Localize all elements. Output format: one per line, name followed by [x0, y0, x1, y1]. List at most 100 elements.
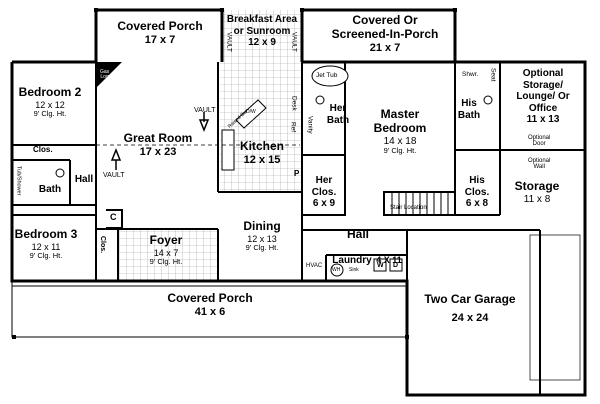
room-hall-left: Hall	[75, 174, 93, 186]
room-name: Kitchen	[239, 139, 285, 153]
room-name: Bath	[38, 184, 62, 195]
toilet-his	[483, 95, 493, 105]
closet-label-bottom: Clos.	[99, 236, 106, 254]
room-dims: 6 x 9	[312, 198, 336, 209]
room-ceiling: 9' Clg. Ht.	[29, 251, 63, 261]
sink-label: Sink	[349, 267, 359, 273]
toilet-her	[315, 95, 325, 105]
room-dims: 11 x 8	[523, 193, 551, 205]
room-name: Hall	[74, 174, 94, 185]
shower-label: Shwr.	[462, 71, 479, 78]
optional-wall-label: Optional Wall	[528, 158, 551, 170]
room-dims: 21 x 7	[369, 41, 401, 54]
room-dims: 12 x 9	[248, 37, 276, 48]
vault-label-great: VAULT	[194, 107, 216, 114]
porch-posts	[12, 8, 457, 339]
room-dims: 14 x 7	[153, 247, 179, 258]
room-breakfast: Breakfast Area or Sunroom 12 x 9	[227, 14, 297, 49]
room-her-closet: Her Clos. 6 x 9	[312, 175, 336, 210]
front-porch-outline	[11, 280, 408, 338]
dryer-label: D	[393, 262, 399, 269]
room-dining: Dining 12 x 13 9' Clg. Ht.	[243, 219, 281, 253]
room-name: His Bath	[457, 98, 481, 121]
water-heater	[330, 263, 344, 277]
room-bath: Bath	[39, 184, 61, 196]
room-screened-porch: Covered Or Screened-In-Porch 21 x 7	[331, 13, 439, 54]
pantry-label: P	[294, 169, 300, 178]
room-name: Her Clos.	[311, 175, 337, 198]
room-name: Great Room	[123, 131, 193, 145]
room-his-closet: His Clos. 6 x 8	[465, 175, 489, 210]
room-name: Optional Storage/ Lounge/ Or Office	[516, 68, 570, 114]
room-ceiling: 9' Clg. Ht.	[383, 146, 417, 156]
vanity-label: Vanity	[306, 116, 314, 134]
washer	[373, 258, 387, 272]
room-optional-storage: Optional Storage/ Lounge/ Or Office 11 x…	[516, 68, 569, 126]
desk-label: Desk	[290, 96, 298, 111]
room-name: Covered Porch	[167, 291, 253, 305]
room-great-room: Great Room 17 x 23	[123, 131, 193, 158]
room-name: Storage	[514, 179, 560, 193]
room-name: Two Car Garage	[424, 292, 516, 306]
room-dims: 24 x 24	[451, 311, 489, 324]
kitchen-island	[235, 99, 267, 129]
room-name: Laundry	[332, 255, 372, 266]
room-his-bath: His Bath	[458, 98, 480, 121]
closet-label-top: Clos.	[33, 145, 53, 154]
room-storage: Storage 11 x 8	[514, 179, 560, 205]
vault-label-porch-right: VAULT	[290, 32, 298, 52]
room-garage: Two Car Garage 24 x 24	[424, 292, 516, 324]
washer-label: W	[377, 262, 384, 269]
room-dims: 6 x 8	[465, 198, 489, 209]
room-name: Bedroom 2	[18, 85, 82, 99]
room-bedroom3: Bedroom 3 12 x 11 9' Clg. Ht.	[15, 227, 78, 261]
room-laundry: Laundry 4 X 11	[332, 250, 401, 268]
room-foyer: Foyer 14 x 7 9' Clg. Ht.	[149, 233, 183, 267]
kitchen-counter	[221, 129, 235, 171]
garage-parking-outline	[529, 234, 581, 381]
ref-label: Ref	[289, 122, 297, 133]
room-master-bedroom: Master Bedroom 14 x 18 9' Clg. Ht.	[373, 107, 427, 156]
vault-label-porch-left: VAULT	[225, 32, 233, 52]
room-covered-porch-front: Covered Porch 41 x 6	[167, 291, 253, 318]
room-name: Covered Porch	[117, 19, 203, 33]
room-dims: 17 x 7	[144, 33, 176, 46]
room-dims: 14 x 18	[383, 135, 417, 147]
tub-shower-label: Tub/Shower	[15, 166, 22, 196]
room-dims: 12 x 13	[247, 233, 277, 244]
water-heater-label: WH	[332, 267, 341, 273]
room-dims: 17 x 23	[139, 145, 177, 158]
dw-label: D/W	[246, 109, 256, 115]
room-name: His Clos.	[464, 175, 490, 198]
room-dims: 12 x 11	[31, 241, 61, 252]
room-ceiling: 9' Clg. Ht.	[245, 243, 279, 253]
room-ceiling: 9' Clg. Ht.	[149, 257, 183, 267]
room-covered-porch-back: Covered Porch 17 x 7	[117, 19, 203, 46]
room-name: Master Bedroom	[373, 107, 427, 135]
toilet-bath	[55, 168, 65, 178]
room-kitchen: Kitchen 12 x 15	[239, 139, 285, 166]
room-dims: 41 x 6	[194, 305, 226, 318]
room-dims: 12 x 12	[35, 99, 65, 110]
hvac-label: HVAC	[306, 263, 323, 269]
closet-c-label: C	[110, 212, 117, 222]
gas-log-label: Gas Log	[100, 69, 110, 80]
room-dims: 4 X 11	[376, 255, 402, 265]
room-name: Her Bath	[326, 103, 350, 126]
jet-tub-label: Jet Tub	[316, 72, 338, 79]
stair-location-label: Stair Location	[390, 205, 427, 211]
room-dims: 11 x 13	[526, 114, 560, 125]
room-name: Hall	[346, 227, 370, 241]
room-name: Breakfast Area or Sunroom	[226, 14, 298, 37]
jet-tub	[311, 65, 349, 87]
room-her-bath: Her Bath	[327, 103, 349, 126]
dryer	[389, 258, 403, 272]
optional-door-label: Optional Door	[528, 135, 551, 147]
vault-label-hall: VAULT	[103, 172, 125, 179]
room-name: Covered Or Screened-In-Porch	[331, 13, 439, 41]
room-dims: 12 x 15	[243, 153, 281, 166]
room-name: Foyer	[149, 233, 183, 247]
room-ceiling: 9' Clg. Ht.	[33, 109, 67, 119]
room-name: Dining	[243, 219, 281, 233]
